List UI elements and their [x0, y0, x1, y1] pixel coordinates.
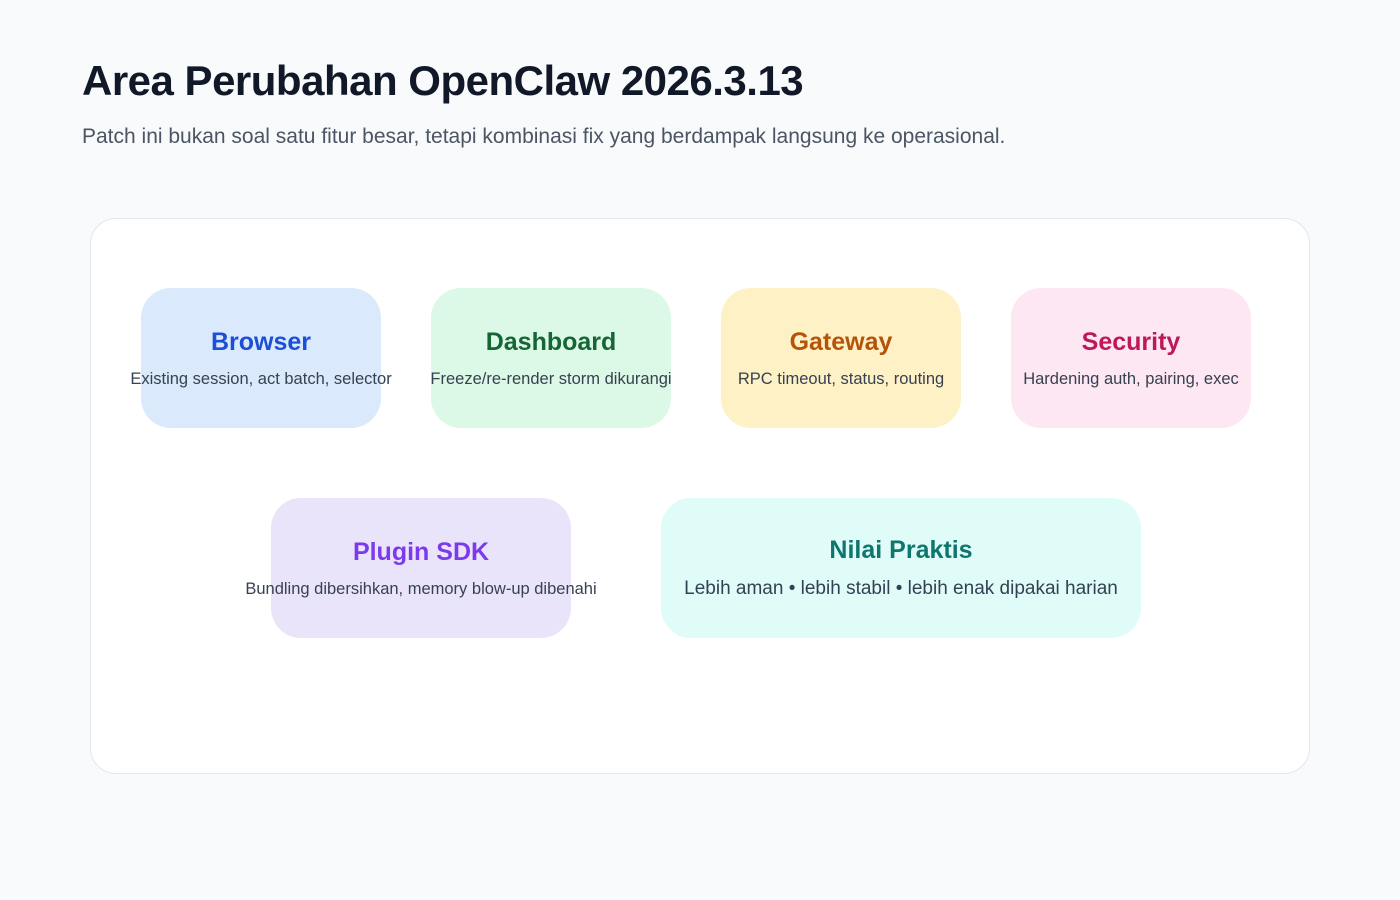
card-row-bottom: Plugin SDK Bundling dibersihkan, memory …: [245, 498, 1309, 638]
card-browser: Browser Existing session, act batch, sel…: [130, 288, 392, 428]
card-nilai-praktis-description: Lebih aman • lebih stabil • lebih enak d…: [684, 578, 1118, 599]
card-dashboard: Dashboard Freeze/re-render storm dikuran…: [430, 288, 672, 428]
card-security: Security Hardening auth, pairing, exec: [1011, 288, 1251, 428]
card-row-top: Browser Existing session, act batch, sel…: [130, 288, 1309, 428]
card-plugin-sdk: Plugin SDK Bundling dibersihkan, memory …: [245, 498, 597, 638]
page-header: Area Perubahan OpenClaw 2026.3.13 Patch …: [0, 0, 1400, 150]
card-security-description: Hardening auth, pairing, exec: [1023, 369, 1239, 388]
card-nilai-praktis-title: Nilai Praktis: [829, 536, 973, 564]
card-browser-title: Browser: [210, 327, 312, 356]
card-gateway: Gateway RPC timeout, status, routing: [721, 288, 961, 428]
card-security-title: Security: [1081, 327, 1181, 356]
page-subtitle: Patch ini bukan soal satu fitur besar, t…: [82, 125, 1006, 148]
changes-panel: Browser Existing session, act batch, sel…: [90, 218, 1310, 774]
card-nilai-praktis: Nilai Praktis Lebih aman • lebih stabil …: [661, 498, 1141, 638]
card-plugin-sdk-title: Plugin SDK: [352, 537, 490, 566]
card-gateway-title: Gateway: [789, 327, 893, 356]
card-dashboard-description: Freeze/re-render storm dikurangi: [430, 369, 672, 388]
card-dashboard-title: Dashboard: [485, 327, 617, 356]
page-title: Area Perubahan OpenClaw 2026.3.13: [82, 57, 804, 104]
card-gateway-description: RPC timeout, status, routing: [737, 369, 945, 388]
card-plugin-sdk-description: Bundling dibersihkan, memory blow-up dib…: [245, 579, 597, 598]
card-browser-description: Existing session, act batch, selector: [130, 369, 392, 388]
